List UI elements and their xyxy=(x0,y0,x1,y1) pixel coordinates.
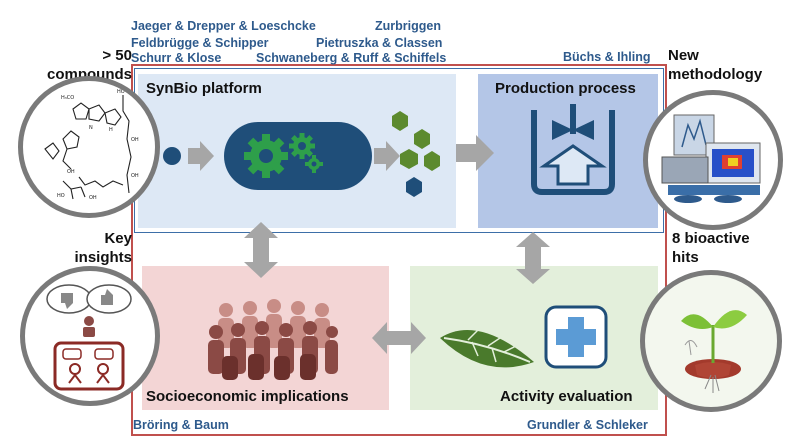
bioactive-hits-label: 8 bioactive hits xyxy=(672,229,792,267)
socio-title: Socioeconomic implications xyxy=(146,388,349,405)
svg-text:OH: OH xyxy=(131,137,139,143)
methodology-circle xyxy=(643,90,783,230)
hexagon-product-icon xyxy=(400,149,418,169)
arrow-right-icon xyxy=(188,141,214,171)
double-arrow-socio-activity xyxy=(372,322,426,354)
outer-frame xyxy=(131,64,667,436)
hexagon-product-icon xyxy=(406,177,422,197)
thumbs-up-icon xyxy=(101,289,113,305)
insights-key: Key xyxy=(104,230,132,247)
people-crowd-icon xyxy=(208,299,338,380)
production-title: Production process xyxy=(495,80,636,97)
cell-dot-icon xyxy=(163,147,181,165)
bioactive-hits-circle xyxy=(640,270,782,412)
bioactive-word: hits xyxy=(672,249,699,266)
svg-text:HO: HO xyxy=(57,193,65,199)
hexagon-product-icon xyxy=(414,129,430,149)
double-arrow-synbio-socio xyxy=(244,222,278,278)
svg-text:OH: OH xyxy=(67,169,75,175)
author-zurbriggen: Zurbriggen xyxy=(375,19,441,33)
author-schurr-klose: Schurr & Klose xyxy=(131,51,222,65)
hexagon-product-icon xyxy=(424,151,440,171)
compounds-count: > 50 xyxy=(102,47,132,64)
arrow-synbio-to-production xyxy=(456,135,494,171)
gear-small-icon xyxy=(305,155,323,173)
svg-text:N: N xyxy=(89,125,93,131)
methodology-new: New xyxy=(668,47,699,64)
author-jaeger-drepper-loeschcke: Jaeger & Drepper & Loeschcke xyxy=(131,19,316,33)
discussion-icon xyxy=(46,284,132,391)
bioreactor-icon xyxy=(531,104,615,195)
svg-text:OH: OH xyxy=(131,173,139,179)
svg-text:H: H xyxy=(109,127,113,133)
insights-label: Key insights xyxy=(40,229,132,267)
gear-medium-icon xyxy=(289,133,315,159)
chemical-structure-icon: H₃CO N H HO OH OH OH HO OH xyxy=(44,89,139,201)
svg-text:H₃CO: H₃CO xyxy=(61,95,74,101)
methodology-word: methodology xyxy=(668,66,763,83)
insights-word: insights xyxy=(74,249,132,266)
bioactive-count: 8 bioactive xyxy=(672,230,750,247)
synbio-title: SynBio platform xyxy=(146,80,262,97)
double-arrow-production-activity xyxy=(516,232,550,284)
svg-text:HO: HO xyxy=(117,89,125,95)
author-grundler-schleker: Grundler & Schleker xyxy=(527,418,648,432)
hexagon-product-icon xyxy=(392,111,408,131)
arrow-right-icon xyxy=(374,141,400,171)
gear-large-icon xyxy=(244,134,288,178)
svg-text:OH: OH xyxy=(89,195,97,201)
author-buechs-ihling: Büchs & Ihling xyxy=(563,50,651,64)
author-pietruszka-classen: Pietruszka & Classen xyxy=(316,36,443,50)
seedling-icon xyxy=(681,310,747,393)
author-feldbruegge-schipper: Feldbrügge & Schipper xyxy=(131,36,269,50)
bacterium-cell-icon xyxy=(224,122,372,190)
thumbs-down-icon xyxy=(61,293,73,309)
insights-circle xyxy=(20,266,160,406)
author-schwaneberg-ruff-schiffels: Schwaneberg & Ruff & Schiffels xyxy=(256,51,447,65)
lab-equipment-icon xyxy=(661,114,761,203)
synbio-graphic xyxy=(163,111,440,197)
leaf-icon xyxy=(440,329,534,368)
author-broering-baum: Bröring & Baum xyxy=(133,418,229,432)
compounds-circle: H₃CO N H HO OH OH OH HO OH xyxy=(18,76,160,218)
activity-title: Activity evaluation xyxy=(500,388,633,405)
medical-cross-icon xyxy=(544,305,608,369)
methodology-label: New methodology xyxy=(668,46,788,84)
